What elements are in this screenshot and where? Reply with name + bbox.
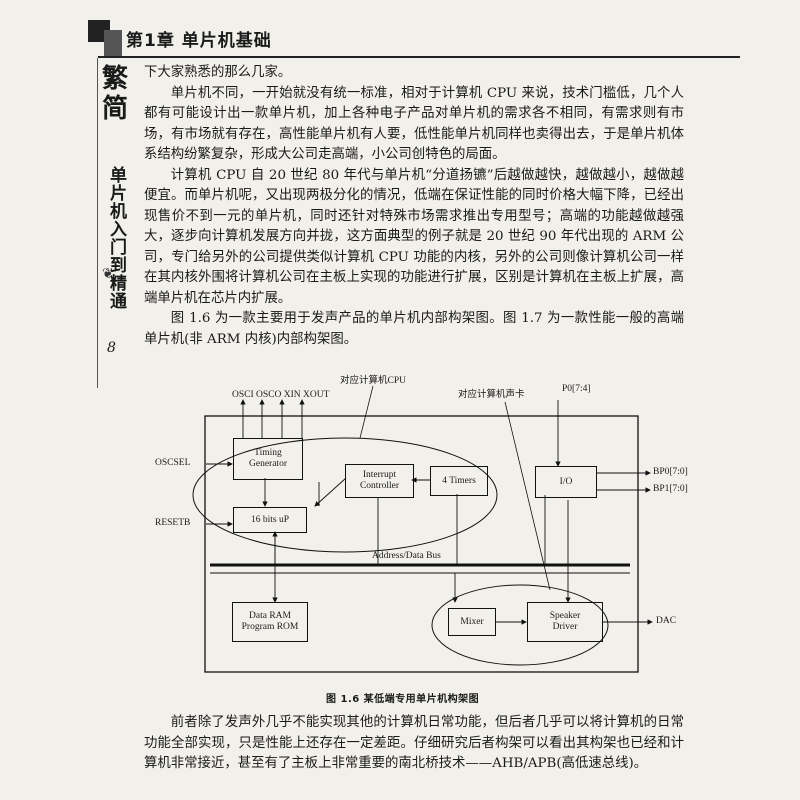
block-io: I/O [535, 466, 597, 498]
header-rule [98, 56, 740, 58]
block-timing-generator: Timing Generator [233, 438, 303, 480]
paragraph: 前者除了发声外几乎不能实现其他的计算机日常功能，但后者几乎可以将计算机的日常功能… [144, 715, 684, 771]
body-text-bottom: 前者除了发声外几乎不能实现其他的计算机日常功能，但后者几乎可以将计算机的日常功能… [144, 713, 684, 775]
annotation-sound-card: 对应计算机声卡 [458, 390, 525, 400]
pin-label-dac: DAC [656, 616, 677, 626]
chapter-title: 第1章 单片机基础 [126, 31, 272, 51]
series-logo: 繁 简 [101, 64, 128, 124]
page-number: 8 [107, 340, 116, 356]
figure-lines [192, 385, 653, 673]
annotation-cpu: 对应计算机CPU [340, 376, 406, 386]
book-title-vertical: 单片机入门到精通 [106, 166, 126, 310]
side-rule [97, 58, 98, 388]
block-timers: 4 Timers [430, 466, 488, 496]
decoration-icon: ❦ [102, 266, 114, 282]
paragraph: 计算机 CPU 自 20 世纪 80 年代与单片机“分道扬镳”后越做越快，越做越… [144, 167, 684, 306]
bus-label: Address/Data Bus [372, 551, 441, 561]
architecture-figure: 对应计算机CPU 对应计算机声卡 OSCI OSCO XIN XOUT P0[7… [150, 376, 710, 690]
pin-label-resetb: RESETB [155, 518, 191, 528]
body-text-top: 下大家熟悉的那么几家。 单片机不同，一开始就没有统一标准，相对于计算机 CPU … [144, 63, 684, 350]
paragraph: 单片机不同，一开始就没有统一标准，相对于计算机 CPU 来说，技术门槛低，几个人… [144, 85, 684, 163]
block-memory: Data RAM Program ROM [232, 602, 308, 642]
paragraph: 图 1.6 为一款主要用于发声产品的单片机内部构架图。图 1.7 为一款性能一般… [144, 311, 684, 347]
pin-label-p0: P0[7:4] [562, 384, 591, 394]
pin-label-oscsel: OSCSEL [155, 458, 191, 468]
pin-labels-top: OSCI OSCO XIN XOUT [232, 390, 330, 400]
block-cpu: 16 bits uP [233, 507, 307, 533]
paragraph: 下大家熟悉的那么几家。 [144, 65, 292, 80]
figure-caption: 图 1.6 某低端专用单片机构架图 [326, 694, 480, 705]
pin-label-bp0: BP0[7:0] [653, 467, 688, 477]
header-decoration [104, 30, 122, 56]
block-mixer: Mixer [448, 608, 496, 636]
block-speaker-driver: Speaker Driver [527, 602, 603, 642]
pin-label-bp1: BP1[7:0] [653, 484, 688, 494]
block-interrupt-controller: Interrupt Controller [345, 464, 414, 498]
